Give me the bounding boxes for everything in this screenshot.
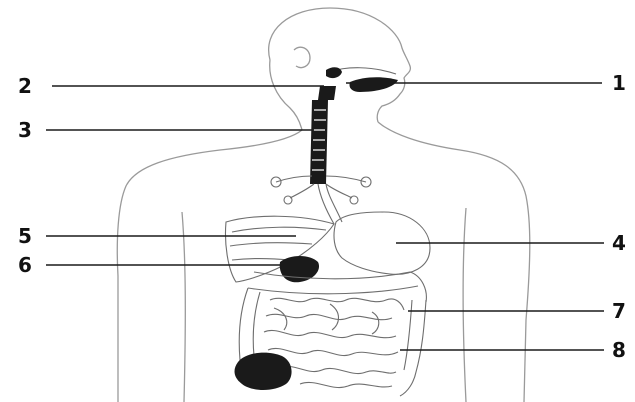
rectum xyxy=(235,353,292,390)
label-8: 8 xyxy=(612,340,626,360)
esophagus xyxy=(310,86,342,224)
label-4: 4 xyxy=(612,233,626,253)
label-7: 7 xyxy=(612,301,626,321)
liver xyxy=(225,216,334,282)
body-outline xyxy=(117,8,530,402)
label-2: 2 xyxy=(18,76,32,96)
label-6: 6 xyxy=(18,255,32,275)
label-5: 5 xyxy=(18,226,32,246)
label-1: 1 xyxy=(612,73,626,93)
mouth xyxy=(326,67,398,92)
label-3: 3 xyxy=(18,120,32,140)
